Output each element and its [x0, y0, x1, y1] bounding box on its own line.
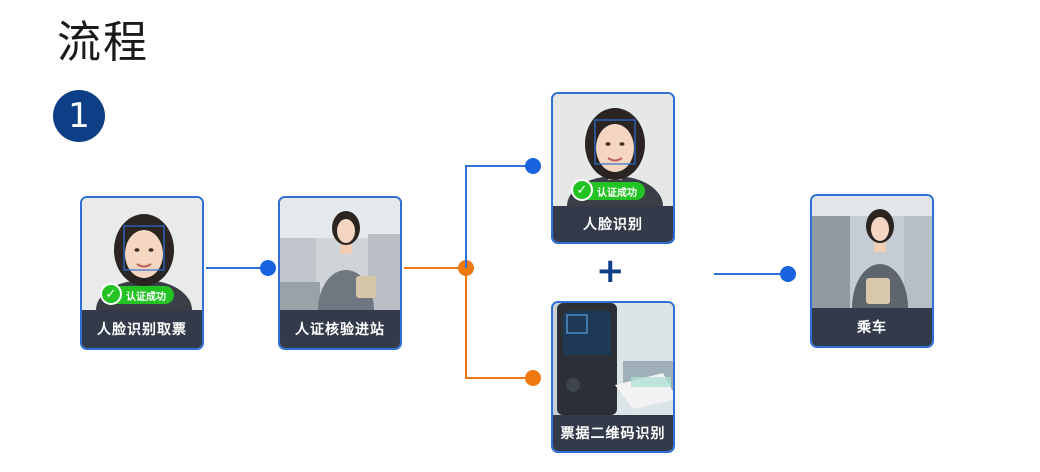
- checkmark-icon: ✓: [571, 179, 593, 201]
- card-caption: 人脸识别取票: [82, 310, 202, 348]
- card-id-verify[interactable]: 人证核验进站: [278, 196, 402, 350]
- qr-scanner-photo: [553, 303, 673, 415]
- connector-dot-face: [525, 158, 541, 174]
- plus-icon: +: [596, 251, 625, 291]
- connector-dot-verify: [260, 260, 276, 276]
- page-title: 流程: [57, 17, 149, 68]
- face-recognition-photo: ✓ 认证成功: [553, 94, 673, 206]
- step-number-badge: 1: [53, 90, 105, 142]
- auth-success-label: 认证成功: [126, 291, 166, 303]
- connector-dot-ride: [780, 266, 796, 282]
- checkmark-icon: ✓: [100, 283, 122, 305]
- card-qr-recognition[interactable]: 票据二维码识别: [551, 301, 675, 453]
- card-ride[interactable]: 乘车: [810, 194, 934, 348]
- card-caption: 乘车: [812, 308, 932, 346]
- card-caption: 人证核验进站: [280, 310, 400, 348]
- connector-branch-face: [465, 165, 533, 268]
- auth-success-badge: ✓ 认证成功: [571, 179, 645, 201]
- card-caption: 票据二维码识别: [553, 415, 673, 451]
- card-caption: 人脸识别: [553, 206, 673, 242]
- card-face-recognition[interactable]: ✓ 认证成功 人脸识别: [551, 92, 675, 244]
- auth-success-badge: ✓ 认证成功: [100, 283, 174, 305]
- ride-photo: [812, 196, 932, 308]
- auth-success-label: 认证成功: [597, 187, 637, 199]
- card-face-ticket[interactable]: ✓ 认证成功 人脸识别取票: [80, 196, 204, 350]
- connector-branch-qr: [465, 268, 533, 379]
- face-scan-photo: ✓ 认证成功: [82, 198, 202, 310]
- id-gate-photo: [280, 198, 400, 310]
- connector-dot-qr: [525, 370, 541, 386]
